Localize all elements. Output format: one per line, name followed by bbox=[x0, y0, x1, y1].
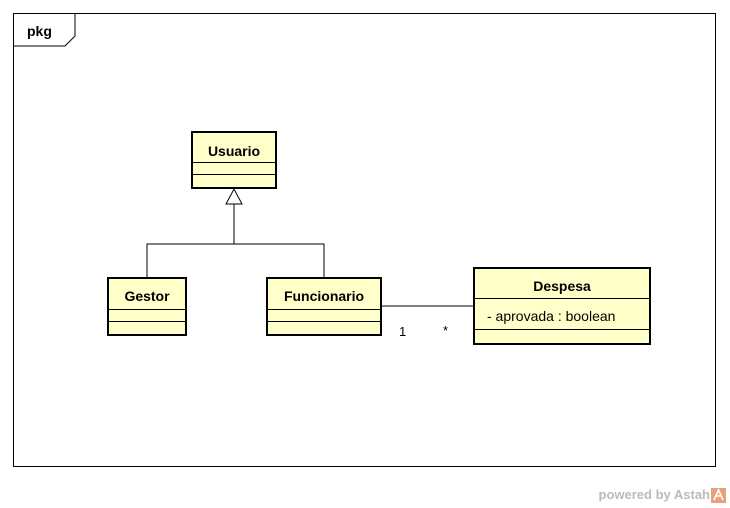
class-name: Funcionario bbox=[283, 288, 365, 304]
operation-separator bbox=[109, 321, 185, 322]
package-tab bbox=[13, 13, 76, 47]
class-gestor[interactable]: Gestor bbox=[107, 277, 187, 336]
package-frame bbox=[13, 13, 716, 467]
multiplicity-despesa: * bbox=[443, 323, 449, 338]
powered-by-text: powered by Astah bbox=[598, 487, 710, 502]
attribute-separator bbox=[268, 309, 380, 310]
class-name: Gestor bbox=[124, 288, 170, 304]
generalization-connector bbox=[146, 187, 325, 278]
operation-separator bbox=[268, 321, 380, 322]
class-name: Despesa bbox=[533, 278, 591, 294]
class-despesa[interactable]: Despesa - aprovada : boolean bbox=[473, 267, 651, 345]
astah-logo-icon bbox=[711, 488, 726, 503]
package-label: pkg bbox=[27, 23, 52, 39]
attribute-separator bbox=[193, 162, 275, 163]
operation-separator bbox=[475, 329, 649, 330]
attribute-separator bbox=[109, 309, 185, 310]
multiplicity-funcionario: 1 bbox=[399, 324, 407, 339]
class-name: Usuario bbox=[207, 143, 261, 159]
operation-separator bbox=[193, 174, 275, 175]
attribute-aprovada: - aprovada : boolean bbox=[487, 308, 616, 324]
attribute-separator bbox=[475, 298, 649, 299]
class-funcionario[interactable]: Funcionario bbox=[266, 277, 382, 336]
class-usuario[interactable]: Usuario bbox=[191, 131, 277, 189]
